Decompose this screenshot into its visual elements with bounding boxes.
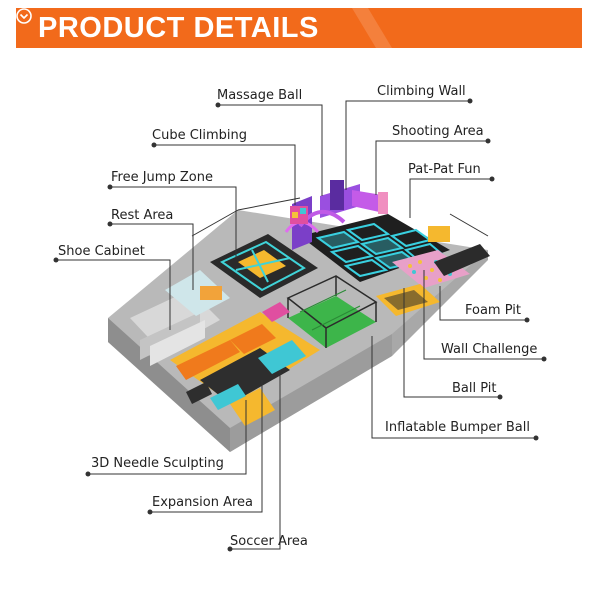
- label-cube-climbing: Cube Climbing: [152, 128, 248, 143]
- header-background: [16, 8, 582, 48]
- label-inflatable-bumper-ball: Inflatable Bumper Ball: [385, 420, 530, 435]
- label-wall-challenge: Wall Challenge: [441, 342, 538, 357]
- page-title: PRODUCT DETAILS: [38, 12, 319, 44]
- label-massage-ball: Massage Ball: [217, 88, 303, 103]
- rest-area-block: [165, 270, 230, 316]
- label-rest-area: Rest Area: [111, 208, 174, 223]
- label-free-jump-zone: Free Jump Zone: [111, 170, 213, 185]
- label-3d-needle-sculpting: 3D Needle Sculpting: [91, 456, 224, 471]
- label-expansion-area: Expansion Area: [152, 495, 253, 510]
- label-climbing-wall: Climbing Wall: [377, 84, 466, 99]
- label-foam-pit: Foam Pit: [465, 303, 521, 318]
- header-banner: PRODUCT DETAILS: [16, 8, 582, 48]
- label-pat-pat-fun: Pat-Pat Fun: [408, 162, 481, 177]
- label-shoe-cabinet: Shoe Cabinet: [58, 244, 145, 259]
- chevron-down-circle-icon[interactable]: [16, 8, 32, 24]
- label-ball-pit: Ball Pit: [452, 381, 497, 396]
- label-soccer-area: Soccer Area: [230, 534, 308, 549]
- label-shooting-area: Shooting Area: [392, 124, 484, 139]
